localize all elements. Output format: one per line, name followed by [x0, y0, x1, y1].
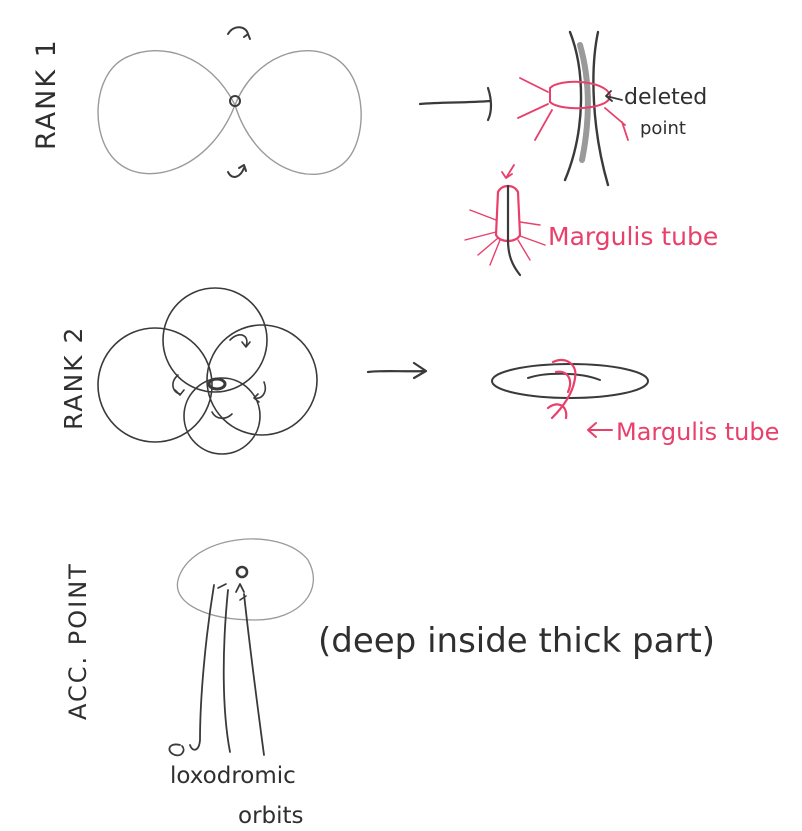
rank2-four-petal-figure — [97, 287, 318, 455]
margulis-tube-coil-icon — [546, 358, 577, 420]
loxodromic-orbit-curve — [189, 584, 215, 751]
rank1-label: RANK 1 — [31, 38, 62, 150]
fixed-point-icon — [229, 95, 241, 107]
deleted-point-label-line2: point — [640, 118, 686, 139]
accumulation-point-icon — [235, 565, 249, 579]
maps-to-arrow-icon — [418, 86, 493, 122]
rank2-label: RANK 2 — [59, 326, 88, 430]
acc-point-section: ACC. POINT (deep inside thick part) loxo… — [64, 538, 715, 829]
deleted-point-neck — [517, 30, 629, 187]
loxodromic-label: loxodromic — [170, 763, 296, 789]
maps-to-arrow-icon — [366, 361, 428, 380]
loxodromic-orbit-curve — [243, 593, 265, 756]
margulis-tube-label-1: Margulis tube — [548, 222, 718, 251]
rank2-disk-with-tube — [491, 358, 649, 438]
margulis-tube-label-2: Margulis tube — [616, 418, 779, 446]
pointer-arrow-icon — [605, 90, 623, 102]
pink-loop-icon — [549, 80, 611, 110]
acc-point-figure — [168, 538, 314, 757]
deleted-point-label: deleted — [624, 85, 707, 110]
fixed-point-icon — [207, 377, 227, 391]
acc-point-label: ACC. POINT — [64, 562, 92, 720]
rank1-section: RANK 1 deleted point Margulis tube — [31, 26, 718, 277]
margulis-tube-sketch-1 — [464, 164, 546, 277]
pointer-arrow-icon — [587, 422, 613, 438]
orbits-label: orbits — [238, 803, 304, 829]
loxodromic-orbit-curve — [222, 589, 231, 753]
rank1-figure-eight — [97, 26, 362, 178]
rank2-section: RANK 2 Margulis tube — [59, 287, 779, 455]
rotation-arrow-icon — [227, 164, 247, 178]
deep-inside-label: (deep inside thick part) — [318, 621, 715, 661]
rotation-arrow-icon — [227, 26, 251, 40]
